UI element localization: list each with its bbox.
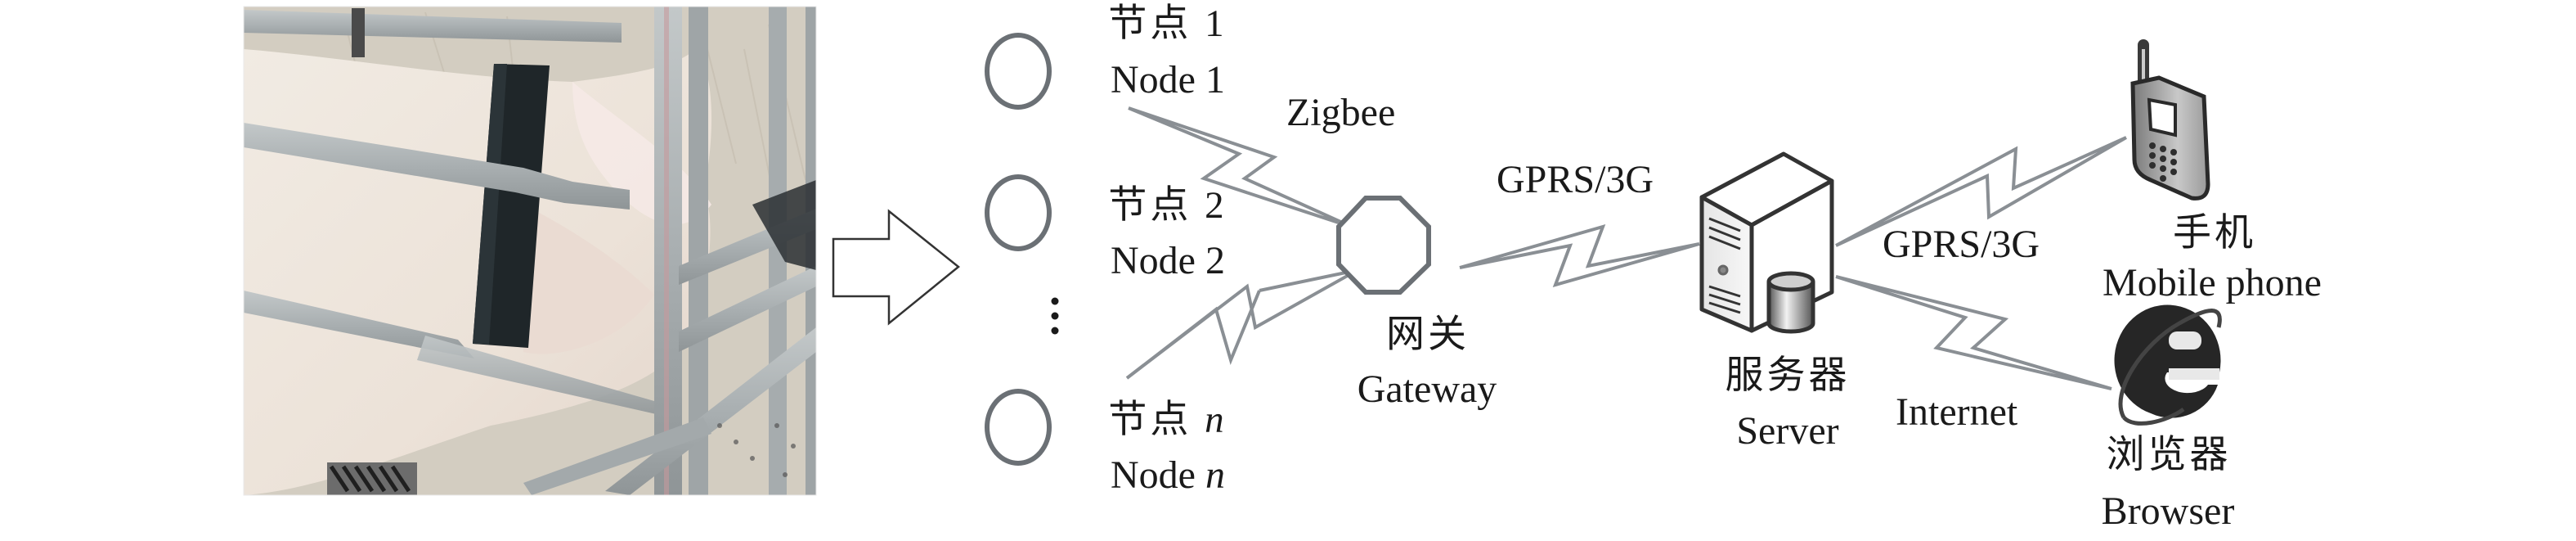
server-label-zh: 服务器 xyxy=(1725,354,1851,397)
zigbee-link-node1 xyxy=(1128,106,1354,229)
gprs-link-server-phone xyxy=(1835,136,2128,247)
gprs-link-gateway-server xyxy=(1459,223,1700,288)
zigbee-link-noden xyxy=(1125,268,1358,380)
more-nodes-ellipsis xyxy=(1051,297,1059,335)
mobile-phone-label-zh: 手机 xyxy=(2173,212,2256,255)
browser-label-zh: 浏览器 xyxy=(2106,434,2232,476)
node-1-label-zh: 节点 1 xyxy=(1108,2,1227,45)
node-1-label-en: Node 1 xyxy=(1111,58,1225,101)
node-1-circle-icon xyxy=(985,33,1052,110)
server-phone-link-label: GPRS/3G xyxy=(1883,223,2040,266)
sow-photo xyxy=(244,7,816,495)
node-2-circle-icon xyxy=(985,174,1052,251)
mobile-phone-icon xyxy=(2130,39,2210,201)
node-2-label-en: Node 2 xyxy=(1111,239,1225,282)
node-n-label-en: Node n xyxy=(1111,453,1225,497)
gateway-label-en: Gateway xyxy=(1357,367,1497,411)
server-browser-link-label: Internet xyxy=(1896,390,2018,434)
node-n-circle-icon xyxy=(985,389,1052,466)
zigbee-link-label: Zigbee xyxy=(1286,91,1396,134)
gateway-server-link-label: GPRS/3G xyxy=(1497,158,1654,201)
internet-link-server-browser xyxy=(1835,275,2112,390)
server-label-en: Server xyxy=(1736,409,1839,453)
gateway-octagon-icon xyxy=(1336,196,1431,295)
gateway-label-zh: 网关 xyxy=(1386,313,1470,356)
mobile-phone-label-en: Mobile phone xyxy=(2103,261,2322,304)
browser-e-icon xyxy=(2114,304,2222,426)
browser-label-en: Browser xyxy=(2101,489,2235,533)
node-n-label-zh: 节点 n xyxy=(1108,399,1227,441)
node-2-label-zh: 节点 2 xyxy=(1108,184,1227,227)
server-icon xyxy=(1699,151,1834,334)
right-arrow-icon xyxy=(832,209,960,326)
